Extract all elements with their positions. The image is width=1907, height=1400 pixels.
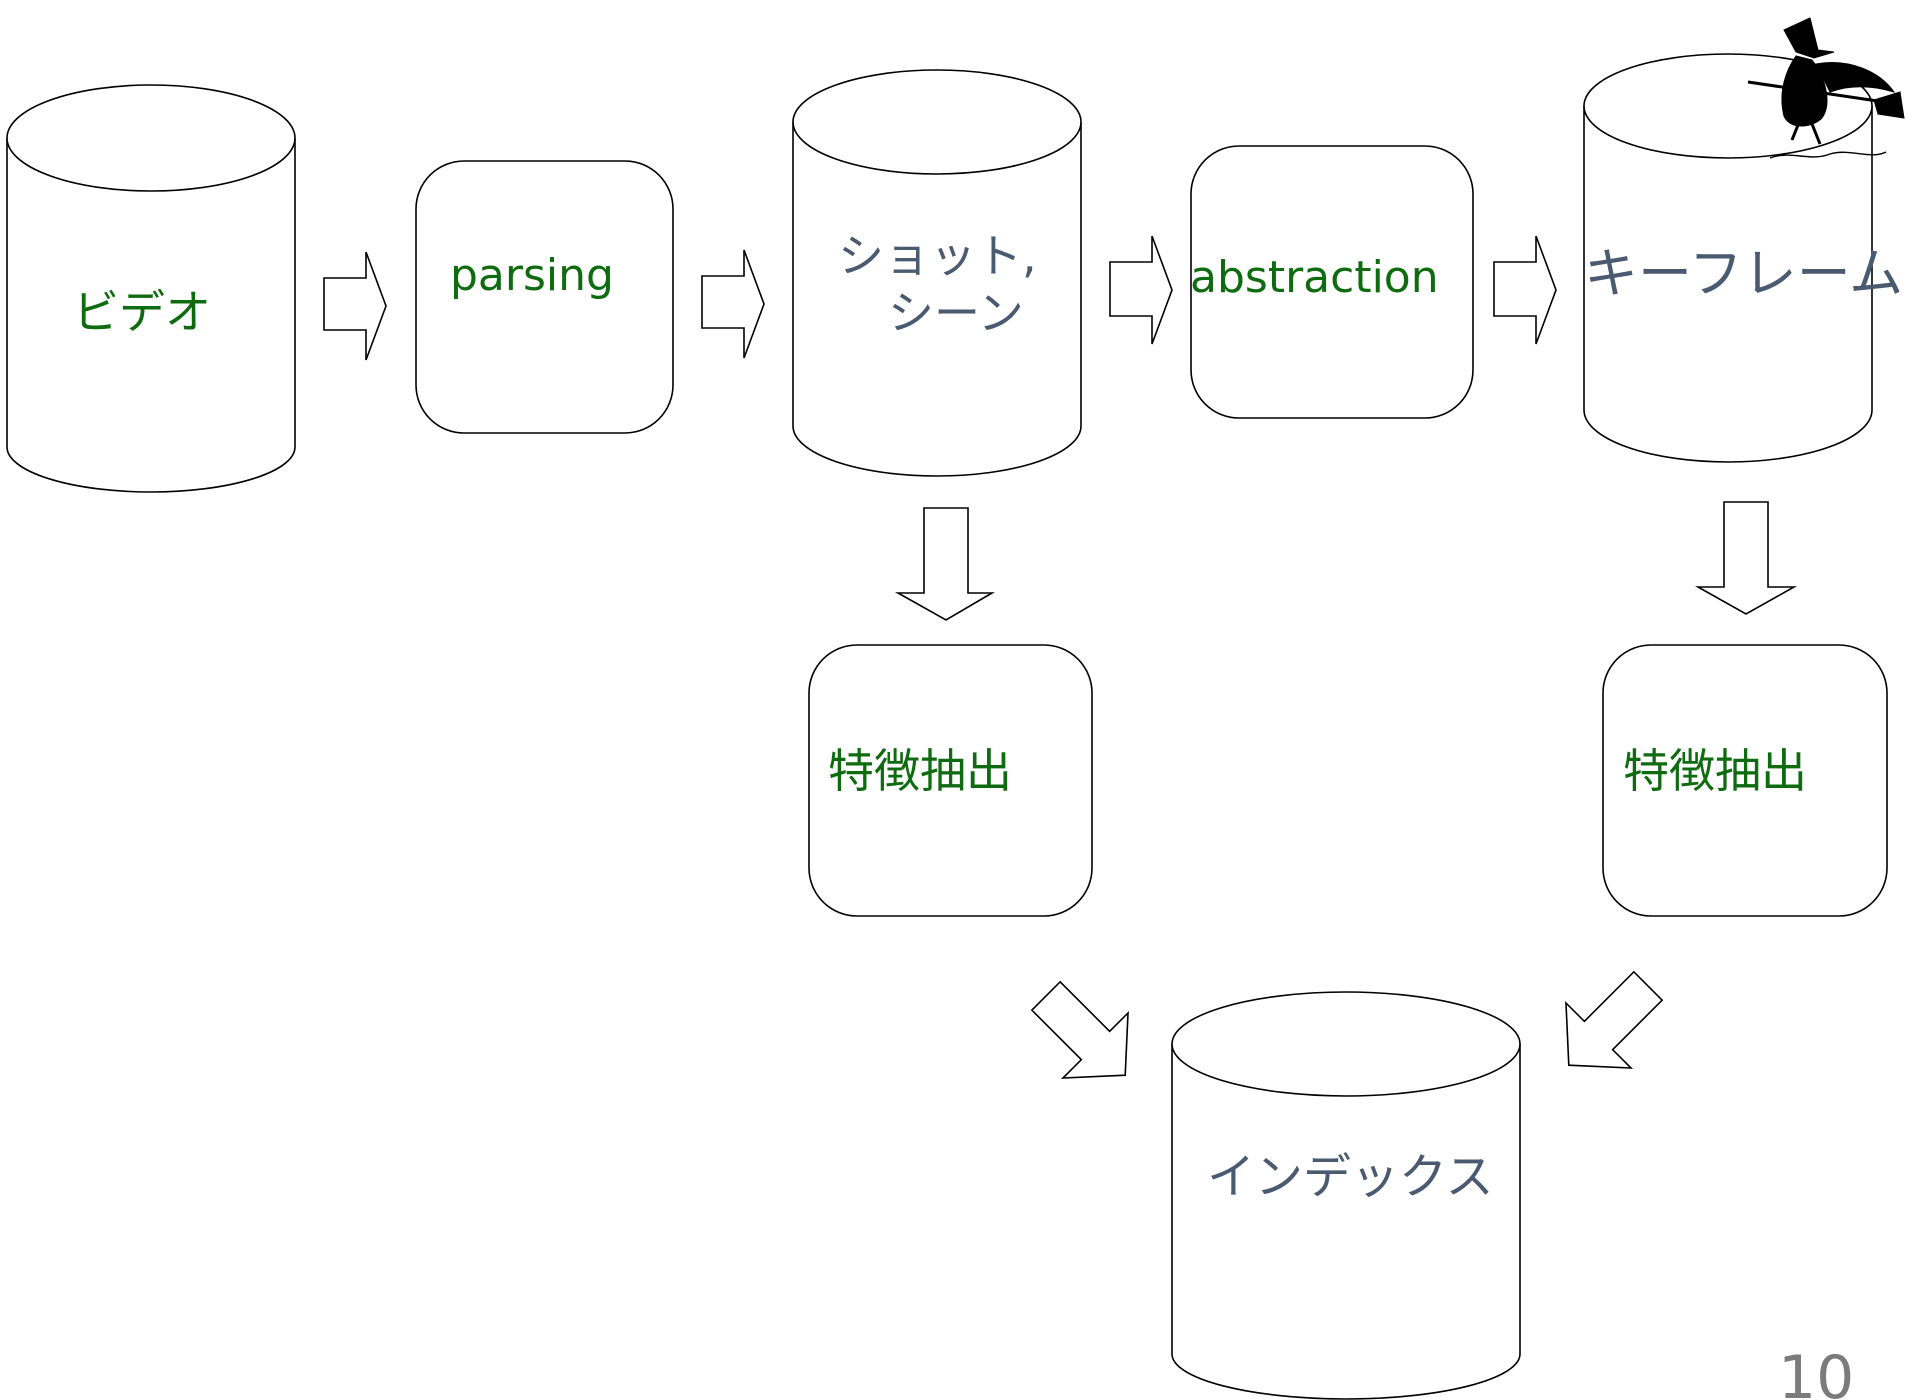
shots-label-line2: シーン bbox=[888, 286, 1024, 340]
feature-extraction-box-right: 特徴抽出 bbox=[1602, 644, 1888, 917]
keyframes-label: キーフレーム bbox=[1584, 242, 1903, 305]
video-label: ビデオ bbox=[73, 285, 211, 339]
keyframes-cylinder: キーフレーム bbox=[1583, 53, 1903, 463]
witch-on-broom-logo bbox=[1747, 17, 1905, 159]
parsing-label: parsing bbox=[450, 250, 614, 301]
arrow-down-left bbox=[894, 507, 995, 621]
feature-extraction-label-right: 特徴抽出 bbox=[1623, 744, 1807, 798]
feature-extraction-box-left: 特徴抽出 bbox=[808, 644, 1093, 917]
video-database-cylinder: ビデオ bbox=[6, 84, 296, 493]
shots-label-line1: ショット, bbox=[838, 229, 1037, 283]
shots-scenes-cylinder: ショット, シーン bbox=[792, 69, 1082, 477]
abstraction-label: abstraction bbox=[1190, 252, 1439, 303]
arrow-right-4 bbox=[1493, 235, 1557, 345]
arrow-down-right bbox=[1694, 501, 1798, 615]
index-cylinder: インデックス bbox=[1171, 991, 1521, 1400]
abstraction-process-box: abstraction bbox=[1190, 145, 1474, 419]
feature-extraction-label-left: 特徴抽出 bbox=[828, 744, 1012, 798]
page-number: 10 bbox=[1778, 1343, 1854, 1400]
arrow-diagonal-down-left bbox=[1565, 970, 1664, 1069]
arrow-right-2 bbox=[701, 249, 765, 359]
parsing-process-box: parsing bbox=[415, 160, 674, 434]
arrow-diagonal-down-right bbox=[1030, 980, 1129, 1079]
index-label: インデックス bbox=[1207, 1149, 1494, 1205]
arrow-right-1 bbox=[323, 251, 387, 361]
arrow-right-3 bbox=[1109, 235, 1173, 345]
